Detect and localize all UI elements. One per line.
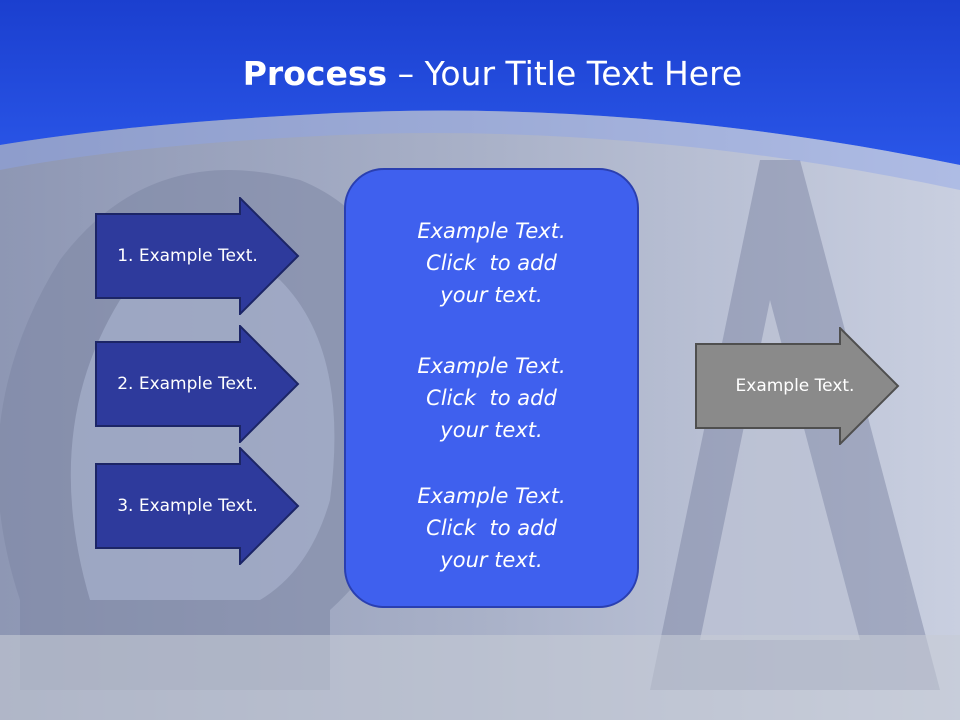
center-line: Example Text. bbox=[417, 354, 566, 378]
center-line: Click to add bbox=[426, 386, 557, 410]
step-label-2: 2. Example Text. bbox=[117, 374, 258, 394]
center-line: your text. bbox=[440, 283, 543, 307]
center-block-3: Example Text. Click to add your text. bbox=[346, 480, 637, 576]
output-arrow[interactable]: Example Text. bbox=[695, 327, 900, 445]
title-rest: – Your Title Text Here bbox=[387, 54, 743, 93]
slide-title: Process – Your Title Text Here bbox=[0, 52, 960, 96]
center-line: Click to add bbox=[426, 516, 557, 540]
step-arrow-2[interactable]: 2. Example Text. bbox=[95, 325, 300, 443]
arrow-right-shape-icon bbox=[95, 447, 300, 565]
center-block-1: Example Text. Click to add your text. bbox=[346, 215, 637, 311]
center-line: Example Text. bbox=[417, 484, 566, 508]
output-label: Example Text. bbox=[735, 376, 855, 396]
step-label-1: 1. Example Text. bbox=[117, 246, 258, 266]
arrow-right-shape-icon bbox=[95, 325, 300, 443]
center-text-box[interactable]: Example Text. Click to add your text. Ex… bbox=[344, 168, 639, 608]
arrow-right-shape-icon bbox=[695, 327, 900, 445]
arrow-right-shape-icon bbox=[95, 197, 300, 315]
title-bold: Process bbox=[242, 54, 388, 93]
center-line: your text. bbox=[440, 548, 543, 572]
step-arrow-1[interactable]: 1. Example Text. bbox=[95, 197, 300, 315]
center-line: Click to add bbox=[426, 251, 557, 275]
step-label-3: 3. Example Text. bbox=[117, 496, 258, 516]
center-line: your text. bbox=[440, 418, 543, 442]
center-line: Example Text. bbox=[417, 219, 566, 243]
step-arrow-3[interactable]: 3. Example Text. bbox=[95, 447, 300, 565]
center-block-2: Example Text. Click to add your text. bbox=[346, 350, 637, 446]
